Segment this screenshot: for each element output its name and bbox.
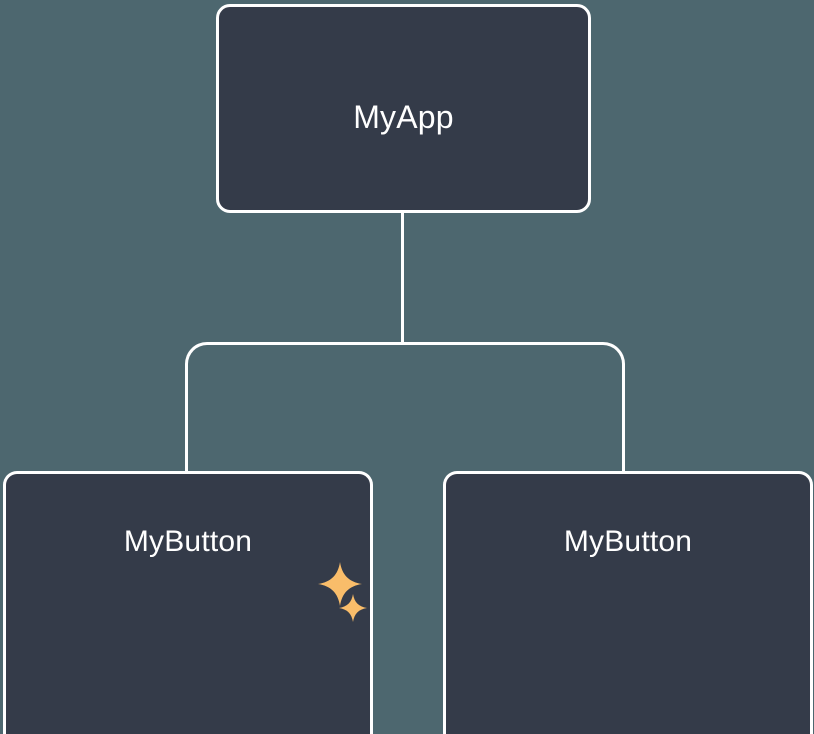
sparkle-icon-large xyxy=(318,562,362,606)
node-mybutton-left[interactable]: MyButton xyxy=(3,471,373,734)
edge-root-to-rail xyxy=(401,212,404,345)
node-mybutton-right[interactable]: MyButton xyxy=(443,471,813,734)
node-myapp-title: MyApp xyxy=(353,99,454,135)
node-myapp[interactable]: MyApp xyxy=(216,4,591,213)
edge-rail xyxy=(185,342,625,412)
edge-rail-to-child-right xyxy=(622,408,625,474)
sparkle-icon-small xyxy=(339,594,367,622)
node-mybutton-right-title: MyButton xyxy=(563,525,693,558)
node-mybutton-left-title: MyButton xyxy=(123,525,253,558)
edge-rail-to-child-left xyxy=(185,408,188,474)
